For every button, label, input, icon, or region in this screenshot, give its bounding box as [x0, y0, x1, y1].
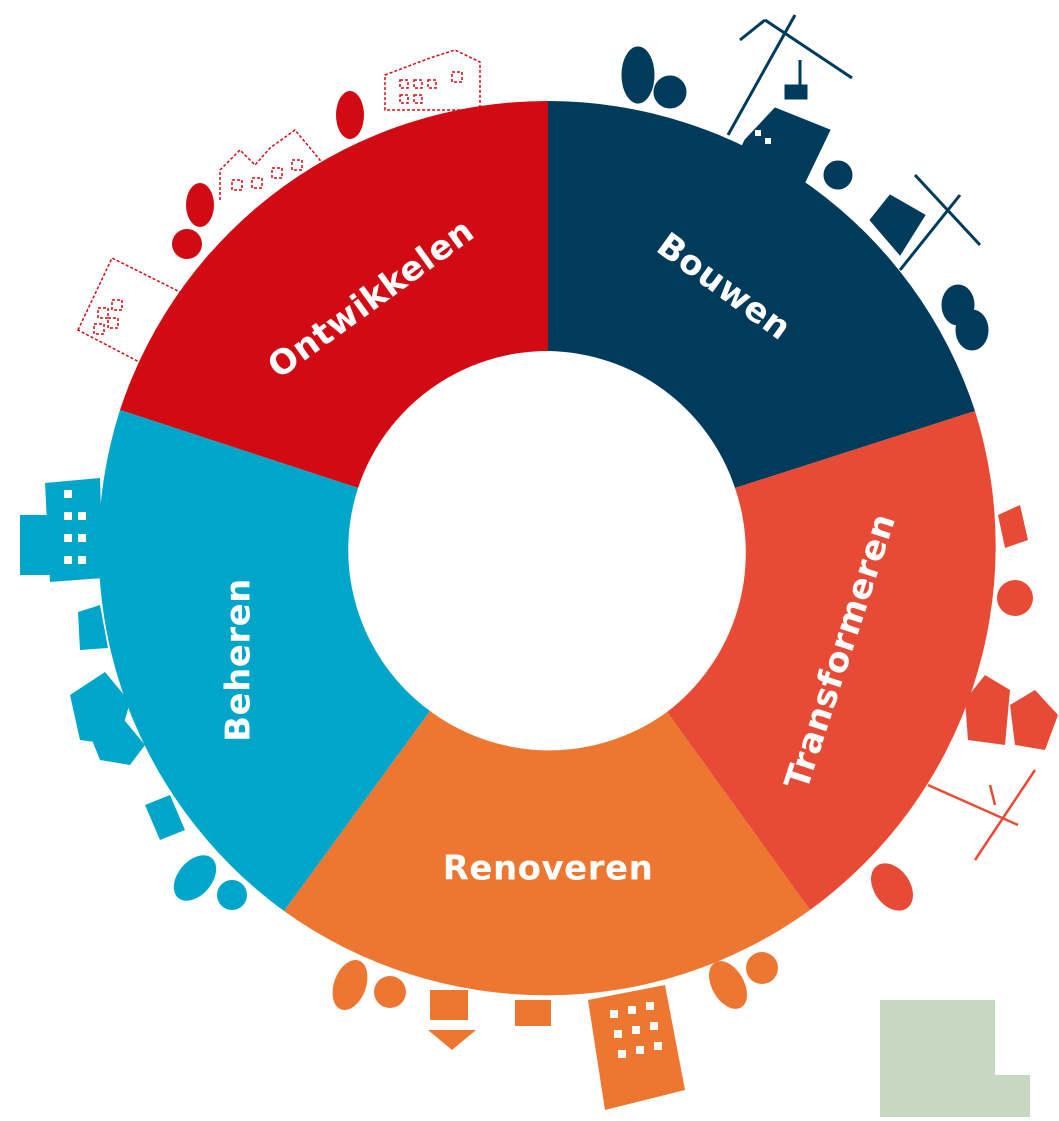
segment-bouwen[interactable] [548, 101, 975, 488]
tree-icon [955, 309, 989, 351]
beheren-illustrations [20, 478, 247, 910]
apartment-building-icon [588, 985, 685, 1110]
segment-beheren[interactable] [98, 410, 431, 911]
wheel-segments [98, 100, 996, 996]
sketch-houses-icon [219, 128, 321, 200]
crane-icon [726, 14, 853, 136]
houses-icon [70, 672, 145, 765]
tree-icon [172, 229, 202, 259]
houses-icon [965, 675, 1058, 750]
office-building-icon [45, 478, 103, 582]
crane-load-icon [784, 84, 808, 100]
segment-renoveren[interactable] [284, 711, 810, 996]
tree-icon [217, 880, 247, 910]
tree-icon [336, 91, 364, 139]
tree-icon [997, 580, 1033, 616]
building-icon [20, 515, 55, 575]
tree-icon [186, 183, 214, 227]
decorative-corner-block [880, 1000, 1030, 1117]
tree-icon [621, 46, 655, 104]
tree-icon [173, 855, 217, 901]
van-icon [515, 1000, 551, 1026]
ontwikkelen-illustrations [77, 49, 481, 367]
van-icon [998, 505, 1028, 548]
transformeren-illustrations [871, 505, 1058, 911]
bouwen-illustrations [621, 14, 989, 351]
tree-icon [746, 952, 778, 984]
tree-icon [871, 863, 913, 911]
tree-icon [332, 959, 368, 1011]
construction-building-icon [869, 194, 926, 256]
crane-icon [898, 173, 982, 271]
label-beheren: Beheren [219, 578, 259, 742]
sketch-building-icon [384, 49, 481, 111]
tree-icon [709, 961, 747, 1009]
segment-ontwikkelen[interactable] [120, 100, 548, 488]
crane-icon [927, 769, 1037, 861]
label-renoveren: Renoveren [443, 849, 654, 889]
segment-transformeren[interactable] [667, 411, 996, 910]
tree-icon [374, 976, 406, 1008]
tree-icon [823, 160, 853, 190]
tree-icon [653, 75, 687, 109]
house-arrow-icon [428, 990, 476, 1050]
van-icon [145, 795, 185, 840]
van-icon [78, 605, 108, 650]
corner-block-shape [880, 1000, 1030, 1117]
renoveren-illustrations [332, 952, 778, 1110]
construction-building-icon [739, 107, 831, 183]
sketch-office-icon [77, 256, 181, 367]
